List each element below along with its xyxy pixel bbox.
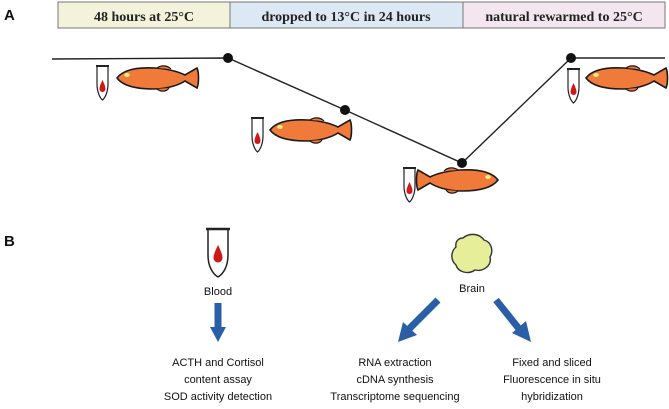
phase-label-cooling: dropped to 13°C in 24 hours [261, 10, 431, 25]
blood-label: Blood [204, 286, 232, 298]
brain-icon [451, 233, 493, 274]
fish-icon [415, 167, 499, 194]
temperature-line [51, 57, 665, 164]
brain-label: Brain [459, 283, 485, 295]
timepoint-dot-4 [566, 53, 576, 63]
brain-right-outcome-line-1: Fixed and sliced [512, 357, 592, 369]
timepoint-dot-1 [223, 53, 233, 63]
blood-outcome-line-1: ACTH and Cortisol [172, 357, 264, 369]
phase-label-rewarming: natural rewarmed to 25°C [485, 10, 642, 25]
fish-icon [585, 65, 669, 92]
blood-tube-large-icon [206, 227, 230, 278]
fish-icon [116, 65, 200, 92]
brain-right-outcome-line-3: hybridization [521, 391, 583, 403]
arrow-down-left-icon [398, 297, 441, 342]
phase-box-cooling [229, 1, 464, 29]
phase-box-rewarming [462, 1, 666, 29]
brain-left-outcome-line-2: cDNA synthesis [356, 374, 434, 386]
blood-outcome-line-3: SOD activity detection [164, 391, 272, 403]
panel-b-label: B [4, 233, 15, 250]
blood-tube-icon [250, 117, 265, 153]
blood-tube-icon [566, 68, 581, 104]
timepoint-dot-2 [340, 105, 350, 115]
blood-tube-icon [402, 167, 417, 203]
blood-outcome-line-2: content assay [184, 374, 252, 386]
timepoint-dot-3 [457, 158, 467, 168]
brain-left-outcome-line-1: RNA extraction [358, 357, 431, 369]
blood-tube-icon [95, 65, 110, 101]
arrow-down-icon [210, 303, 226, 342]
fish-icon [269, 117, 353, 144]
phase-box-acclimation [57, 1, 231, 29]
brain-right-outcome-line-2: Fluorescence in situ [503, 374, 601, 386]
panel-a-label: A [4, 7, 15, 24]
phase-label-acclimation: 48 hours at 25°C [94, 10, 194, 25]
arrow-down-right-icon [493, 297, 531, 342]
brain-left-outcome-line-3: Transcriptome sequencing [330, 391, 459, 403]
